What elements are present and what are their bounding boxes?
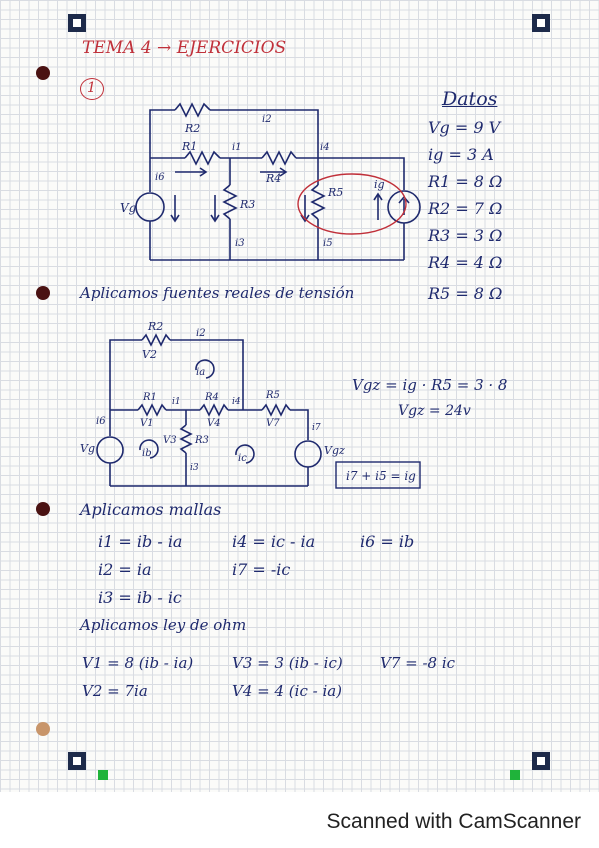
exercise-number: 1 [87, 80, 96, 96]
ohm-eq: V2 = 7ia [82, 682, 148, 700]
binder-hole-1 [36, 66, 50, 80]
c1-vg-label: Vg [120, 201, 137, 215]
c2-r4-label: R4 [204, 392, 219, 403]
boxed-node-equation: i7 + i5 = ig [346, 469, 416, 483]
c2-vgz-label: Vgz [324, 444, 345, 457]
notebook-page [0, 0, 599, 792]
ohm-eq: V4 = 4 (ic - ia) [232, 682, 343, 700]
mallas-eq: i1 = ib - ia [98, 532, 183, 551]
c2-v7-label: V7 [266, 418, 280, 429]
green-marker-right [510, 770, 520, 780]
ohm-eq: V7 = -8 ic [380, 654, 456, 672]
c1-r4-label: R4 [265, 172, 281, 185]
c2-r1-label: R1 [142, 392, 157, 403]
c1-r3-label: R3 [239, 198, 255, 211]
c2-vg-label: Vg [80, 442, 95, 455]
c1-r5-label: R5 [327, 186, 343, 199]
c2-v1-label: V1 [140, 418, 154, 429]
c1-ig-label: ig [374, 178, 385, 191]
c2-i1-label: i1 [172, 397, 181, 407]
c2-i7-label: i7 [312, 423, 321, 433]
c2-ib-label: ib [142, 448, 152, 459]
green-marker-left [98, 770, 108, 780]
c2-r5-label: R5 [265, 390, 280, 401]
corner-marker-bottom-right [532, 752, 550, 770]
c1-i1-label: i1 [232, 142, 242, 153]
vgz-equation: Vgz = ig · R5 = 3 · 8 [352, 376, 508, 394]
scanner-footer: Scanned with CamScanner [326, 810, 581, 833]
c1-r2-label: R2 [184, 122, 200, 135]
c1-i4-label: i4 [320, 142, 330, 153]
c1-i5-label: i5 [323, 238, 333, 249]
datos-item: R2 = 7 Ω [428, 199, 503, 218]
section-fuentes-heading: Aplicamos fuentes reales de tensión [80, 284, 355, 302]
mallas-eq: i3 = ib - ic [98, 588, 182, 607]
c2-v4-label: V4 [207, 418, 221, 429]
corner-marker-top-left [68, 14, 86, 32]
ohm-eq: V1 = 8 (ib - ia) [82, 654, 194, 672]
vgz-result: Vgz = 24v [398, 403, 471, 419]
c2-i2-label: i2 [196, 328, 206, 339]
mallas-eq: i6 = ib [360, 532, 415, 551]
exercise-number-circle [80, 78, 104, 100]
section-ohm-heading: Aplicamos ley de ohm [80, 616, 247, 634]
mallas-eq: i4 = ic - ia [232, 532, 316, 551]
c2-v3-label: V3 [163, 435, 177, 446]
corner-marker-top-right [532, 14, 550, 32]
c1-i6-label: i6 [155, 172, 165, 183]
datos-item: R5 = 8 Ω [428, 284, 503, 303]
datos-item: ig = 3 A [428, 145, 494, 164]
ohm-eq: V3 = 3 (ib - ic) [232, 654, 343, 672]
datos-item: R4 = 4 Ω [428, 253, 503, 272]
datos-item: R1 = 8 Ω [428, 172, 503, 191]
datos-item: R3 = 3 Ω [428, 226, 503, 245]
datos-item: Vg = 9 V [428, 118, 501, 137]
corner-marker-bottom-left [68, 752, 86, 770]
c2-i4-label: i4 [232, 397, 241, 407]
c2-ic-label: ic [238, 453, 247, 464]
mallas-eq: i2 = ia [98, 560, 152, 579]
binder-hole-3 [36, 502, 50, 516]
binder-hole-4 [36, 722, 50, 736]
mallas-eq: i7 = -ic [232, 560, 291, 579]
c1-r1-label: R1 [181, 140, 197, 153]
binder-hole-2 [36, 286, 50, 300]
c1-i3-label: i3 [235, 238, 245, 249]
c1-i2-label: i2 [262, 114, 272, 125]
section-mallas-heading: Aplicamos mallas [80, 500, 222, 519]
c2-ia-label: ia [196, 367, 205, 378]
datos-heading: Datos [442, 88, 498, 110]
c2-i6-label: i6 [96, 416, 106, 427]
c2-r3-label: R3 [194, 435, 209, 446]
c2-i3-label: i3 [190, 463, 199, 473]
c2-v2-label: V2 [142, 348, 157, 361]
page-title: TEMA 4 → EJERCICIOS [82, 38, 287, 58]
c2-r2-label: R2 [147, 320, 163, 333]
